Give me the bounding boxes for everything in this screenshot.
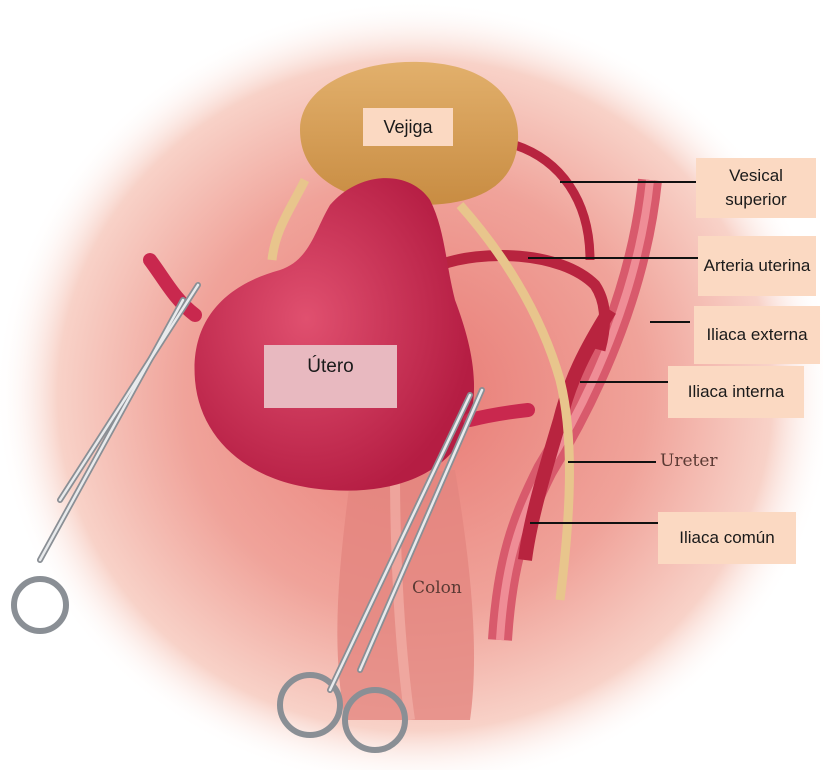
- label-arteria-uterina: Arteria uterina: [698, 236, 816, 296]
- label-iliaca-comun: Iliaca común: [658, 512, 796, 564]
- label-ureter: Ureter: [660, 451, 740, 475]
- label-iliaca-interna: Iliaca interna: [668, 366, 804, 418]
- label-vejiga: Vejiga: [363, 108, 453, 146]
- label-utero: Útero: [264, 345, 397, 408]
- label-iliaca-externa: Iliaca externa: [694, 306, 820, 364]
- label-vesical-superior: Vesical superior: [696, 158, 816, 218]
- label-colon: Colon: [412, 578, 482, 602]
